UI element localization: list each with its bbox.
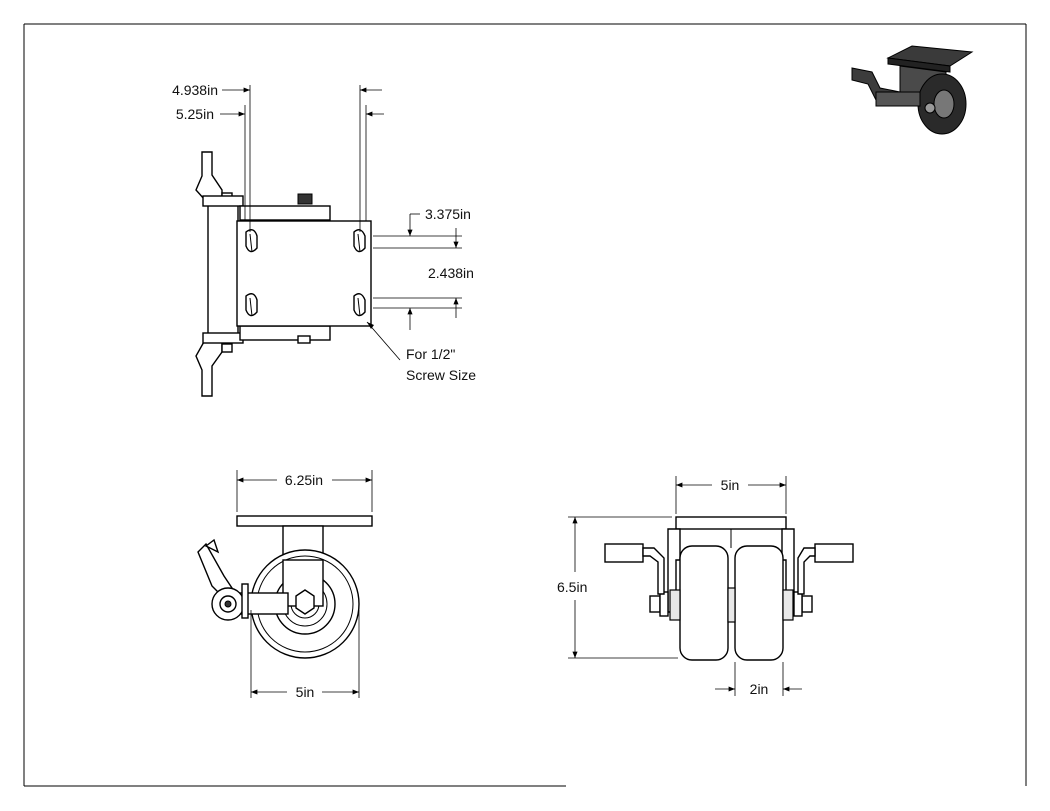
dimension-hole-offset: 3.375in [373,206,471,249]
dim-plate-width-label: 5.25in [176,106,214,122]
mounting-slot [353,293,366,317]
side-brake-pin [241,583,249,619]
dim-wheel-diameter-label: 5in [296,684,315,700]
iso-roller [875,91,921,107]
front-axle-nut-left-2 [659,591,669,617]
screw-note-line1: For 1/2" [406,346,455,362]
top-nut-upper [297,193,313,205]
dim-overall-height-label: 6.5in [557,579,587,595]
top-view: 4.938in 5.25in 3.375in 2.438in [172,82,476,397]
dim-plate-length-label: 6.25in [285,472,323,488]
top-roller-cap-top [202,195,244,207]
dim-hole-offset-label: 3.375in [425,206,471,222]
front-axle-nut-right-2 [793,591,803,617]
screw-size-note: For 1/2" Screw Size [366,321,476,383]
dimension-overall-width: 5in [675,476,787,514]
front-axle-nut-right [801,595,813,613]
front-hub-left [669,589,681,621]
top-roller [207,204,239,336]
top-fork-arm-upper [239,205,331,221]
dimension-hole-outer: 4.938in [172,82,382,232]
top-brake-lever-upper [195,151,233,201]
isometric-view [851,45,974,135]
front-brake-pedal-right [797,543,854,595]
top-fork-arm-lower [239,325,331,341]
front-top-plate [675,516,787,530]
side-axle-nut [295,589,315,615]
dim-wheel-width-label: 2in [750,681,769,697]
side-view: 6.25in 5in [197,470,373,700]
dimension-plate-width: 5.25in [176,105,384,221]
front-axle-nut-left [649,595,661,613]
front-view: 5in 6.5in 2in [557,476,854,697]
screw-note-line2: Screw Size [406,367,476,383]
top-nut-lower [297,335,311,344]
drawing-frame [23,23,1027,787]
top-brake-lever-lower [195,339,233,397]
mounting-slot [353,229,366,253]
mounting-slot [245,229,258,253]
front-wheel-right [734,545,784,661]
side-brake-lever [197,538,245,621]
dimension-wheel-width: 2in [715,662,802,697]
top-roller-cap-bottom [202,332,244,344]
dim-overall-width-label: 5in [721,477,740,493]
dimension-hole-spacing: 2.438in [373,265,474,330]
dimension-overall-height: 6.5in [557,516,678,659]
iso-axle [924,102,936,114]
dimension-plate-length: 6.25in [236,470,373,512]
top-plate [236,220,372,327]
dimension-wheel-diameter: 5in [250,610,360,700]
front-wheel-left [679,545,729,661]
front-hub-right [782,589,794,621]
front-hub-center [727,587,736,623]
dim-hole-outer-label: 4.938in [172,82,218,98]
iso-wheel-hub [933,89,955,119]
iso-top-plate-edge [887,57,951,73]
side-top-plate [236,515,373,527]
mounting-slot [245,293,258,317]
front-brake-pedal-left [604,543,665,595]
dim-hole-spacing-label: 2.438in [428,265,474,281]
